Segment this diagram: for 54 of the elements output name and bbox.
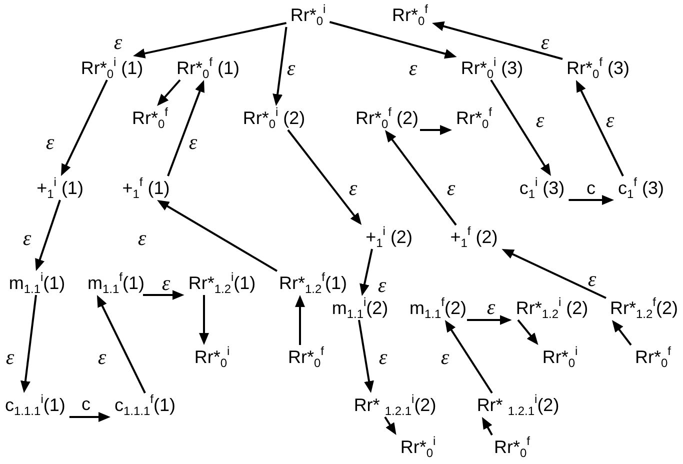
state-label: Rr*$_{0}$$^{i}$ (2) xyxy=(238,106,310,130)
arrow xyxy=(360,248,373,296)
arrow xyxy=(157,200,278,272)
state-label: m$_{1.1}$$^{i}$(2) xyxy=(328,296,392,320)
arrow xyxy=(272,26,288,106)
arrow xyxy=(490,79,551,176)
arrow xyxy=(167,80,204,176)
arrow xyxy=(20,294,37,393)
arrow xyxy=(576,80,624,176)
arrow xyxy=(385,130,457,226)
arrow xyxy=(420,125,452,135)
state-label: c$_{1}$$^{f}$ (3) xyxy=(614,176,668,200)
state-label: Rr*$_{0}$$^{i}$ (1) xyxy=(76,56,148,80)
arrow xyxy=(96,295,146,394)
arrow xyxy=(612,320,632,346)
state-label: Rr*$_{0}$$^{f}$ (1) xyxy=(172,56,244,80)
arrow xyxy=(61,80,108,176)
state-label: +$_{1}$$^{i}$ (1) xyxy=(32,176,88,200)
state-label: +$_{1}$$^{f}$ (2) xyxy=(446,225,502,249)
arrow xyxy=(287,129,362,226)
arrow xyxy=(358,320,374,394)
arrow xyxy=(467,315,512,325)
state-label: Rr*$_{0}$$^{i}$ (3) xyxy=(456,56,528,80)
arrow xyxy=(35,200,61,271)
state-label: Rr*$_{1.2}$$^{i}$ (2) xyxy=(512,296,592,320)
arrow xyxy=(157,79,181,106)
arrow xyxy=(199,295,209,345)
arrow xyxy=(384,416,396,435)
state-label: Rr*$_{1.2}$$^{f}$(2) xyxy=(606,296,682,320)
state-label: c$_{1}$$^{i}$ (3) xyxy=(515,176,569,200)
state-label: m$_{1.1}$$^{f}$(2) xyxy=(405,296,471,320)
arrow xyxy=(143,290,184,300)
state-label: c$_{1.1.1}$$^{f}$(1) xyxy=(110,393,180,417)
arrow xyxy=(568,195,614,205)
state-label: m$_{1.1}$$^{i}$(1) xyxy=(4,271,70,295)
state-label: +$_{1}$$^{f}$ (1) xyxy=(118,176,174,200)
state-label: Rr* $_{1.2.1}$$^{i}$(2) xyxy=(350,393,440,417)
arrow xyxy=(133,22,287,58)
state-label: c$_{1.1.1}$$^{i}$(1) xyxy=(1,393,70,417)
state-label: Rr* $_{1.2.1}$$^{i}$(2) xyxy=(472,393,564,417)
arrow xyxy=(295,295,305,345)
state-label: Rr*$_{1.2}$$^{i}$(1) xyxy=(184,271,260,295)
state-label: Rr*$_{0}$$^{f}$ (3) xyxy=(562,56,634,80)
state-label: +$_{1}$$^{i}$ (2) xyxy=(362,225,416,249)
state-label: Rr*$_{0}$$^{f}$ (2) xyxy=(351,106,423,130)
arrow xyxy=(502,249,606,299)
arrow xyxy=(432,21,563,60)
arrow xyxy=(329,21,457,59)
arrow xyxy=(482,416,493,436)
state-label: m$_{1.1}$$^{f}$(1) xyxy=(83,271,149,295)
arrow xyxy=(69,412,110,422)
arrow xyxy=(517,319,538,345)
arrow xyxy=(444,320,493,394)
state-label: Rr*$_{1.2}$$^{f}$(1) xyxy=(274,271,352,295)
